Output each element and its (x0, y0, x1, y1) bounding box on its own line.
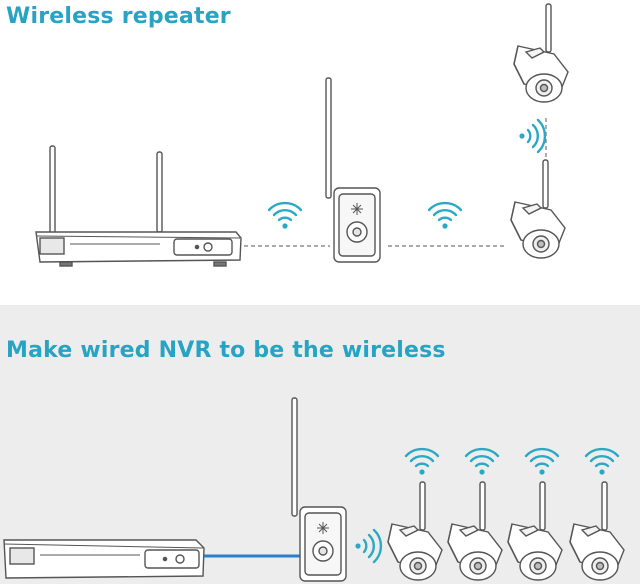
nvr-recorder-bottom (3, 539, 205, 579)
wifi-signal-icon (404, 447, 440, 476)
wired-nvr-heading: Make wired NVR to be the wireless (6, 338, 446, 363)
bullet-camera (513, 3, 569, 103)
wifi-signal-icon (427, 201, 463, 230)
bullet-camera (569, 481, 625, 581)
bullet-camera (510, 159, 566, 259)
wifi-signal-icon (267, 201, 303, 230)
wifi-repeater-bottom (291, 397, 347, 582)
bullet-camera (447, 481, 503, 581)
bullet-camera (387, 481, 443, 581)
wifi-signal-icon (518, 118, 547, 154)
wifi-signal-icon (584, 447, 620, 476)
wifi-signal-icon (524, 447, 560, 476)
wireless-repeater-heading: Wireless repeater (6, 4, 231, 29)
wifi-repeater-top (325, 77, 381, 263)
nvr-recorder-top (35, 145, 242, 267)
bullet-camera (507, 481, 563, 581)
wifi-signal-icon (464, 447, 500, 476)
wifi-signal-icon (354, 528, 383, 564)
